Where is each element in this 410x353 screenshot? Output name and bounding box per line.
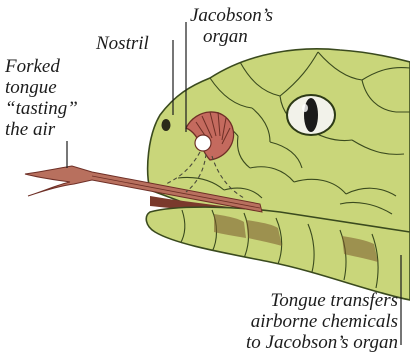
tongue-transfer-caption-line-3: to Jacobson’s organ (246, 332, 398, 353)
forked-tongue-label-line-4: the air (5, 119, 78, 140)
forked-tongue-label-line-1: Forked (5, 56, 78, 77)
tongue-transfer-caption-line-2: airborne chemicals (246, 311, 398, 332)
tongue-transfer-caption: Tongue transfers airborne chemicals to J… (246, 290, 398, 353)
forked-tongue-label-line-2: tongue (5, 77, 78, 98)
tongue-transfer-caption-line-1: Tongue transfers (246, 290, 398, 311)
forked-tongue-label: Forked tongue “tasting” the air (5, 56, 78, 140)
forked-tongue-label-line-3: “tasting” (5, 98, 78, 119)
eye (287, 95, 335, 135)
jacobsons-organ-label-line-1: Jacobson’s (190, 5, 273, 26)
nostril-label: Nostril (96, 33, 149, 54)
jacobsons-organ-label-line-2: organ (190, 26, 273, 47)
jacobsons-organ-label: Jacobson’s organ (190, 5, 273, 47)
nostril-opening (162, 119, 171, 131)
